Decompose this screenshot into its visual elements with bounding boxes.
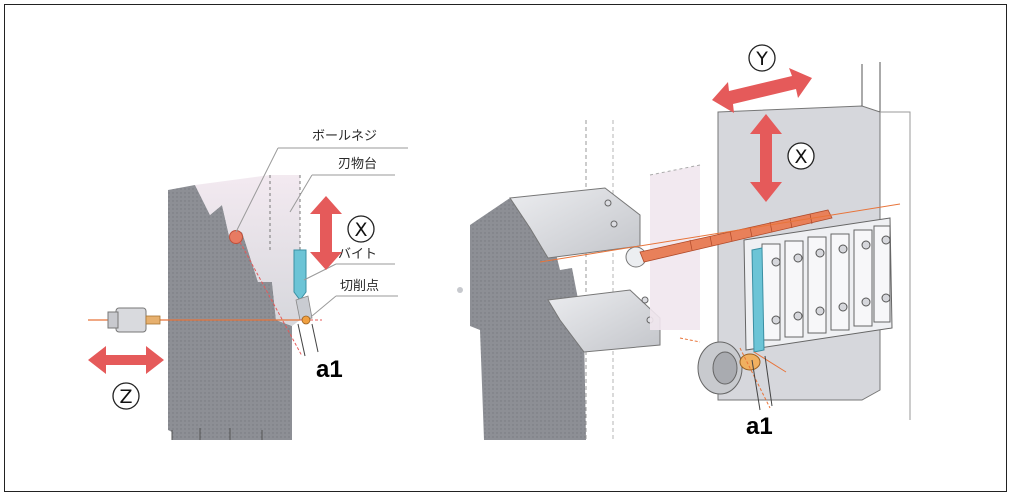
right-x-axis-letter: X [794, 146, 807, 168]
left-workpiece [115, 307, 147, 333]
y-axis-letter: Y [755, 48, 768, 70]
left-a1-marker: a1 [316, 356, 343, 383]
ball-screw-label: ボールネジ [312, 129, 377, 144]
tool-post-label: 刃物台 [338, 157, 377, 172]
left-chuck-body [168, 185, 292, 440]
z-axis-letter: Z [119, 386, 132, 408]
right-headstock-body [470, 198, 586, 440]
left-lathe-diagram: ボールネジ 刃物台 バイト 切削点 X Z a1 [88, 129, 408, 440]
cutting-point-label: 切削点 [340, 279, 379, 294]
right-lower-spindle-slab [547, 289, 661, 353]
tool-bit-label: バイト [338, 247, 377, 262]
left-cutting-point [301, 315, 311, 325]
left-tool-bit [293, 249, 307, 301]
y-axis-badge [748, 44, 776, 72]
right-x-axis-badge [787, 142, 815, 170]
right-spindle-centerline [539, 203, 901, 263]
right-a1-marker: a1 [746, 413, 773, 440]
left-x-axis-badge [347, 215, 375, 243]
y-axis-arrow [712, 68, 812, 113]
left-ball-screw-icon [229, 230, 243, 244]
right-lathe-diagram: Y X a1 [457, 44, 911, 440]
z-axis-arrow [88, 346, 164, 374]
left-x-axis-letter: X [354, 219, 367, 241]
z-axis-badge [112, 382, 140, 410]
right-x-axis-arrow [750, 114, 782, 202]
left-x-axis-arrow [310, 196, 342, 270]
left-turret-block [195, 175, 300, 326]
right-tool-bit [751, 247, 765, 353]
